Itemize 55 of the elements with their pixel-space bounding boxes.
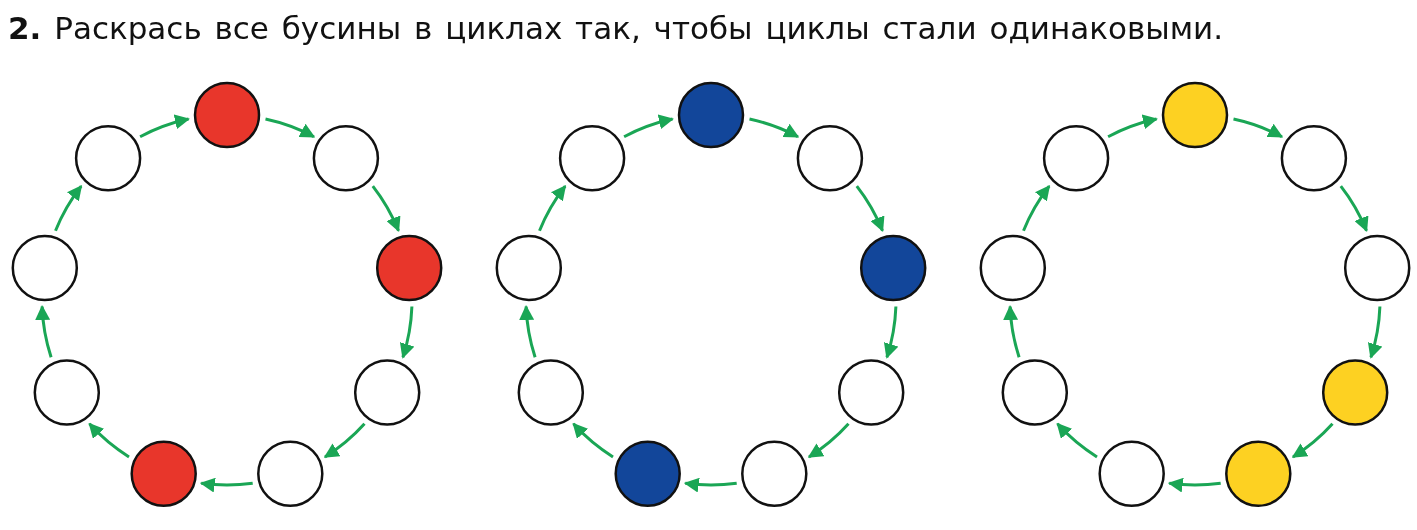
arrow xyxy=(572,422,614,459)
arrow xyxy=(749,117,800,139)
bead xyxy=(859,234,927,302)
arrow xyxy=(1056,422,1098,459)
arrow xyxy=(807,422,850,459)
bead xyxy=(1001,359,1069,426)
bead xyxy=(741,440,808,508)
bead xyxy=(979,234,1047,302)
bead xyxy=(353,359,421,426)
bead xyxy=(495,234,563,302)
arrow xyxy=(1022,184,1051,232)
arrow xyxy=(1291,422,1334,459)
arrow xyxy=(88,422,130,459)
bead xyxy=(1280,125,1348,192)
bead xyxy=(677,81,745,149)
arrow xyxy=(35,305,53,358)
arrow xyxy=(623,115,674,139)
bead xyxy=(74,125,142,192)
bead xyxy=(837,359,905,426)
bead xyxy=(796,125,864,192)
arrow xyxy=(1339,185,1368,233)
arrow xyxy=(54,184,83,232)
arrow xyxy=(399,306,414,359)
bead xyxy=(33,359,101,426)
bead xyxy=(11,234,79,302)
arrow xyxy=(855,185,884,233)
bead xyxy=(1321,359,1389,426)
arrow xyxy=(139,115,190,139)
arrow xyxy=(1233,117,1284,139)
bead xyxy=(1042,125,1110,192)
bead xyxy=(130,440,197,508)
arrow xyxy=(1107,115,1158,139)
arrow xyxy=(371,185,400,233)
arrow xyxy=(265,117,316,139)
arrow xyxy=(1367,306,1382,359)
bead xyxy=(375,234,443,302)
bead xyxy=(614,440,681,508)
task-heading: 2. Раскрась все бусины в циклах так, чтобы циклы стали одинаковыми. xyxy=(8,10,1224,46)
bead xyxy=(1343,234,1411,302)
arrow xyxy=(323,422,366,459)
bead xyxy=(517,359,585,426)
arrow xyxy=(1003,305,1021,358)
bead xyxy=(558,125,626,192)
bead xyxy=(1098,440,1165,508)
arrow xyxy=(1167,477,1221,493)
arrow xyxy=(519,305,537,358)
bead xyxy=(1225,440,1292,508)
bead xyxy=(257,440,324,508)
arrow xyxy=(683,477,737,493)
arrow xyxy=(538,184,567,232)
bead xyxy=(1161,81,1229,149)
arrow xyxy=(883,306,898,359)
bead xyxy=(193,81,261,149)
arrow xyxy=(199,477,253,493)
bead xyxy=(312,125,380,192)
